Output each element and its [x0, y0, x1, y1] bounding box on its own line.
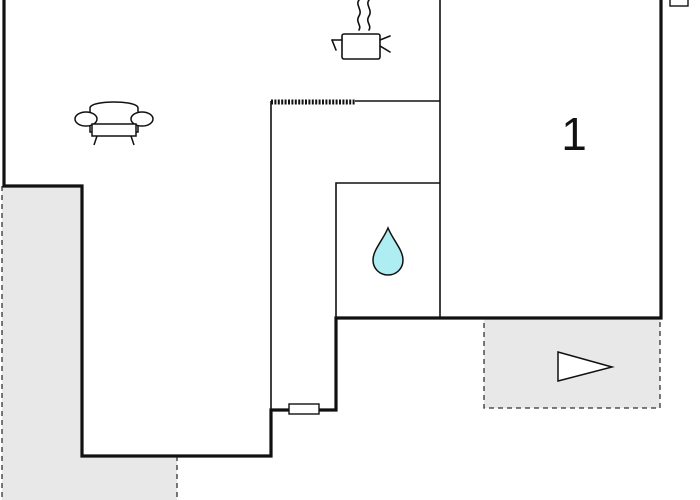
terrace-arrow-icon: [557, 351, 615, 382]
wall-bathroom: [335, 182, 440, 318]
sofa-icon: [74, 101, 154, 146]
terrace-area: [483, 317, 661, 409]
entrance-door: [288, 403, 320, 415]
cooking-pot-icon: [331, 0, 391, 60]
interior-walls: [270, 0, 441, 410]
exterior-walls: [2, 0, 663, 458]
outdoor-area-left: [2, 186, 177, 500]
openings: [271, 99, 355, 415]
water-drop-icon: [372, 226, 404, 276]
outdoor-areas: [1, 186, 661, 500]
corner-marker: [669, 0, 689, 7]
outdoor-area-left-edge: [1, 186, 178, 500]
exterior-wall-main: [2, 0, 663, 458]
room-number-1: 1: [561, 108, 587, 160]
